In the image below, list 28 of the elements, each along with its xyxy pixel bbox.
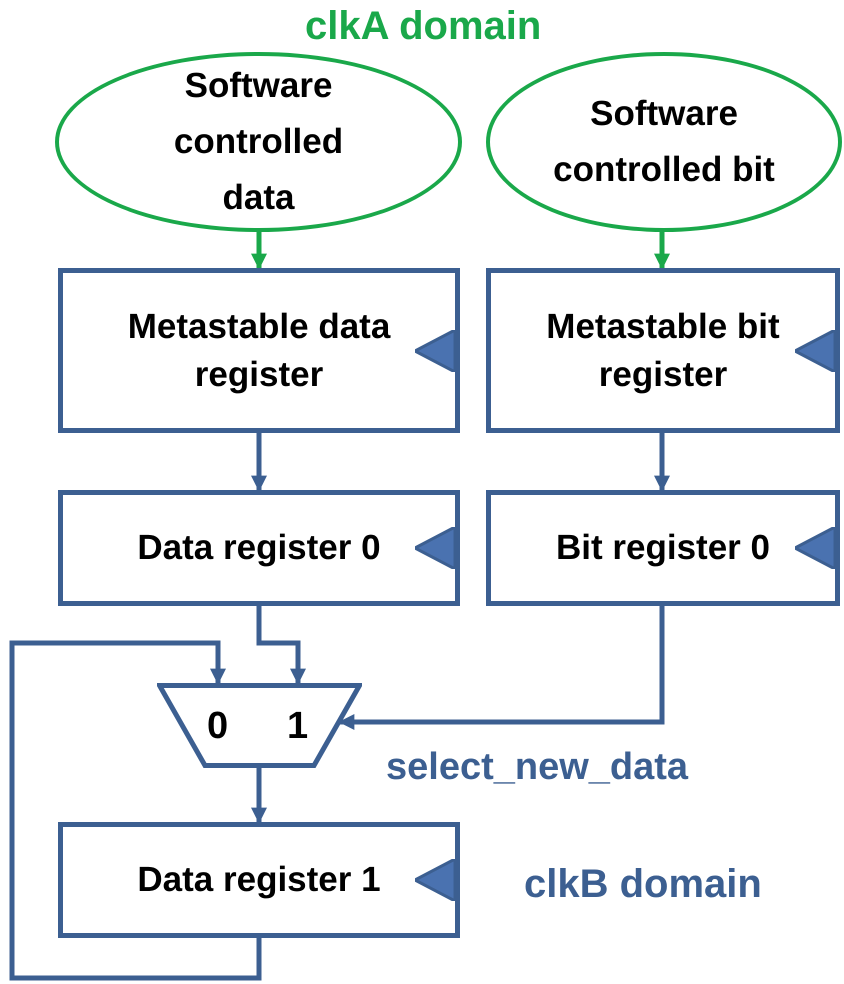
- arrow: [10, 640, 262, 980]
- mux-input-label: 0: [207, 707, 228, 745]
- node-text: Software controlled data: [172, 65, 344, 219]
- multiplexer: [157, 683, 362, 768]
- node-text: Metastable data register: [126, 306, 392, 396]
- arrow: [654, 232, 670, 270]
- node-text: Bit register 0: [556, 527, 770, 570]
- edge-label: select_new_data: [386, 748, 688, 786]
- domain-label: clkB domain: [524, 864, 762, 904]
- node-text: Data register 0: [137, 527, 381, 570]
- register-box: [58, 822, 460, 938]
- register-box: [486, 490, 840, 606]
- ellipse-node: [486, 52, 842, 232]
- arrow: [251, 768, 267, 824]
- mux-input-label: 1: [287, 707, 308, 745]
- register-box: [486, 268, 840, 433]
- node-text: Metastable bit register: [545, 306, 781, 396]
- arrow: [256, 606, 306, 685]
- arrow: [251, 232, 267, 270]
- register-box: [58, 490, 460, 606]
- domain-label: clkA domain: [305, 6, 542, 46]
- arrow: [251, 433, 267, 492]
- ellipse-node: [55, 52, 462, 232]
- arrow: [654, 433, 670, 492]
- register-box: [58, 268, 460, 433]
- node-text: Data register 1: [137, 859, 381, 902]
- node-text: Software controlled bit: [552, 93, 776, 191]
- arrow: [338, 606, 664, 730]
